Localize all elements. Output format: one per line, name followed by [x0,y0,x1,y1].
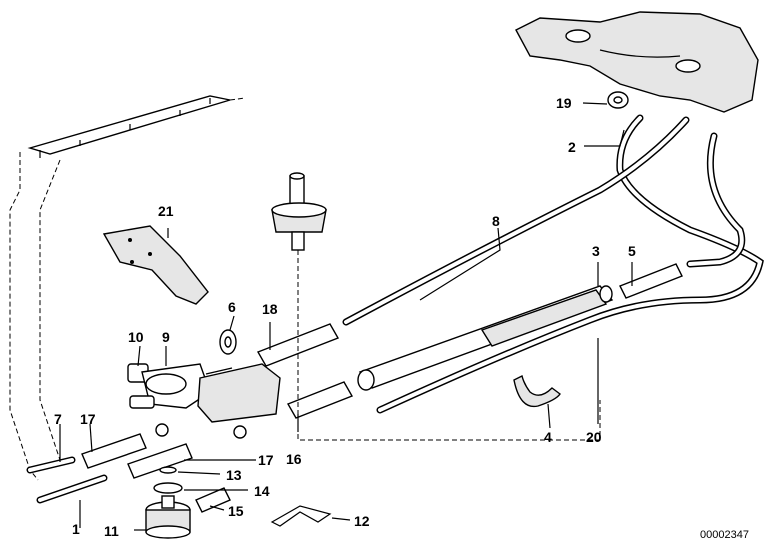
pressure-damper [145,495,191,539]
hose-18 [256,323,340,367]
hose-clamp-6 [219,329,237,355]
hose-17-left [81,433,147,469]
pressure-regulator-assembly [127,363,281,439]
callout-19: 19 [556,95,572,111]
hose-5 [619,263,683,299]
callout-4: 4 [544,429,552,445]
callout-6: 6 [228,299,236,315]
fuel-line-7 [26,456,76,474]
fuel-filter [357,285,614,391]
callout-8: 8 [492,213,500,229]
diagram-id: 00002347 [700,529,749,541]
o-ring-14 [153,482,183,494]
callout-13: 13 [226,467,242,483]
fuel-lines [342,114,764,414]
fuel-rail [9,95,246,481]
callout-21: 21 [158,203,174,219]
callout-7: 7 [54,411,62,427]
bracket [102,225,209,305]
callout-3: 3 [592,243,600,259]
hose-holder-4 [513,374,561,408]
callout-5: 5 [628,243,636,259]
callout-1: 1 [72,521,80,537]
fuel-tank [515,11,759,113]
callout-2: 2 [568,139,576,155]
callout-12: 12 [354,513,370,529]
callout-20: 20 [586,429,602,445]
callout-16: 16 [286,451,302,467]
callout-10: 10 [128,329,144,345]
hose-clamp-19 [607,91,629,109]
fuel-line-1 [36,474,108,504]
callout-17-left: 17 [80,411,96,427]
callout-17-right: 17 [258,452,274,468]
callout-11: 11 [104,523,119,539]
leader-lines [59,102,633,531]
hose-15 [195,487,231,513]
callout-18: 18 [262,301,278,317]
spring-clip-12 [270,505,332,527]
hose-17-right [127,443,193,479]
hose-16 [286,381,354,419]
callout-9: 9 [162,329,170,345]
o-ring-13 [159,466,177,474]
pressure-valve [271,172,601,441]
callout-15: 15 [228,503,244,519]
callout-labels: 1 2 3 4 5 6 7 8 9 10 11 12 13 14 15 16 1… [54,95,636,539]
callout-14: 14 [254,483,270,499]
